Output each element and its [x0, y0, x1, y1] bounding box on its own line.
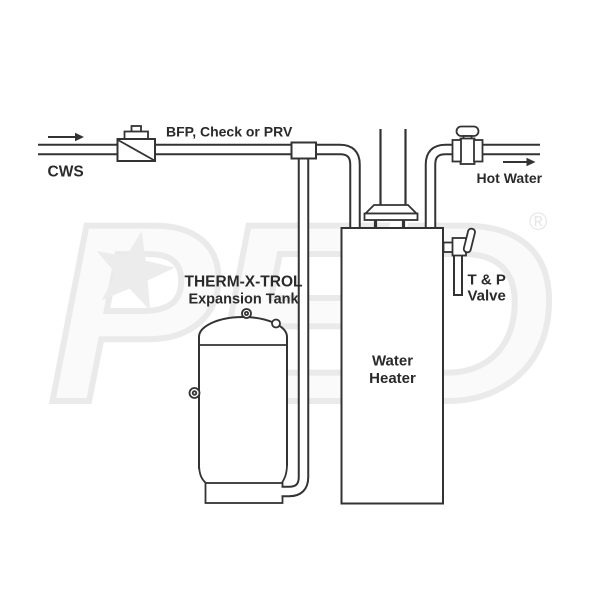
water-heater-body [340, 227, 444, 505]
registered-mark: ® [529, 208, 548, 236]
bfp-label: BFP, Check or PRV [166, 124, 293, 140]
bfp-valve [116, 125, 156, 162]
hot-valve-handle [455, 125, 480, 137]
tee-fitting [290, 141, 317, 160]
tank-label-line2: Expansion Tank [188, 292, 299, 308]
hot-water-valve [451, 125, 484, 165]
bfp-valve-diagonal [117, 139, 155, 162]
flue-vent [363, 129, 419, 229]
tank-base-transition [200, 466, 288, 484]
tp-valve-lever [462, 227, 476, 254]
tank-side-fitting-core [191, 390, 198, 396]
draft-hood-band [363, 212, 419, 221]
bfp-valve-bonnet [123, 130, 149, 140]
tank-dome-fitting [271, 318, 281, 329]
hot-valve-right-flange [473, 139, 484, 163]
hot-water-pipe-core [426, 145, 542, 228]
draft-hood-cone [363, 204, 419, 215]
tp-label-line2: Valve [468, 288, 506, 305]
hot-valve-left-flange [451, 139, 462, 163]
cws-label: CWS [48, 164, 84, 181]
expansion-tank [188, 308, 288, 504]
tank-base-skirt [204, 482, 284, 504]
hot-valve-body [459, 137, 476, 165]
cold-water-pipe-core [36, 145, 359, 228]
tank-air-valve-fitting [241, 308, 252, 319]
pipes [36, 143, 542, 498]
tank-body [198, 316, 288, 469]
tank-label-line1: THERM-X-TROL [185, 274, 303, 291]
tp-valve [442, 227, 476, 296]
heater-label-line1: Water [372, 353, 413, 370]
tank-air-valve-core [243, 310, 249, 316]
hot-water-flow-arrow-icon [503, 157, 536, 167]
tp-label-line1: T & P [468, 272, 506, 289]
heater-label-line2: Heater [369, 370, 416, 387]
star-icon [96, 230, 175, 311]
tank-side-fitting [188, 387, 201, 399]
hot-water-label: Hot Water [477, 170, 543, 186]
tank-supply-pipe-core [277, 146, 308, 496]
cws-flow-arrow-icon [48, 132, 84, 142]
